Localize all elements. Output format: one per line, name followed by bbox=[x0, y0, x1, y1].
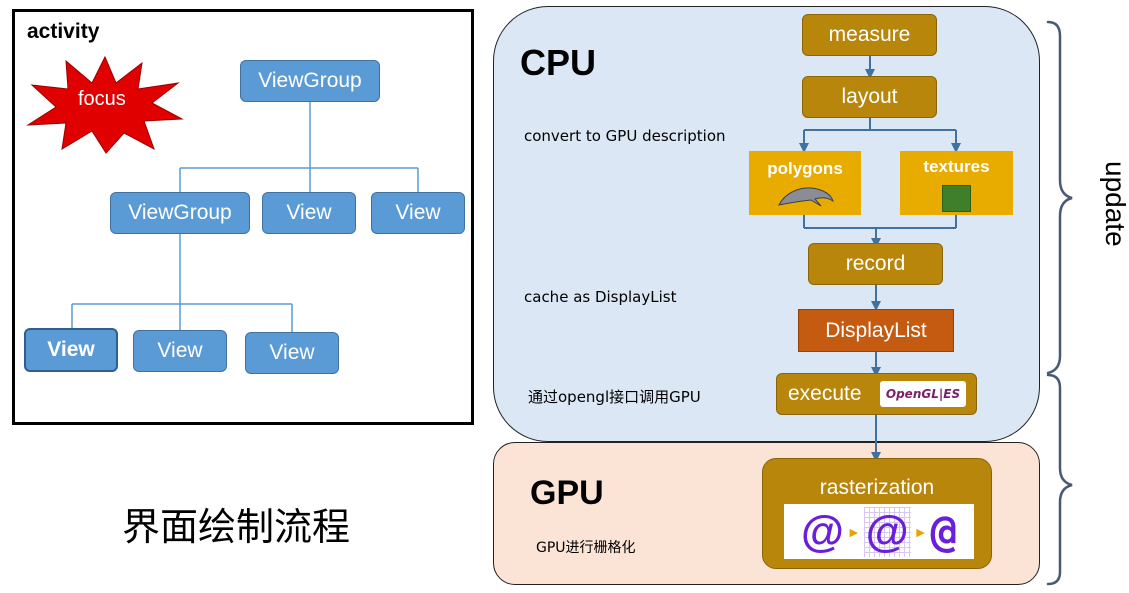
note-opengl: 通过opengl接口调用GPU bbox=[528, 388, 701, 406]
rasterization-label: rasterization bbox=[819, 476, 935, 499]
opengl-es-logo: OpenGL|ES bbox=[880, 381, 966, 407]
note-cache: cache as DisplayList bbox=[524, 288, 677, 306]
view-level3-focused: View bbox=[24, 328, 118, 372]
focus-label: focus bbox=[78, 88, 126, 110]
view-level2-a: View bbox=[262, 192, 356, 234]
arrow-icon: ► bbox=[913, 523, 928, 540]
activity-label: activity bbox=[27, 20, 100, 43]
glyph-pixelated: @ bbox=[930, 506, 958, 557]
execute-step: execute OpenGL|ES bbox=[776, 373, 977, 415]
measure-step: measure bbox=[802, 14, 937, 56]
arrow-icon: ► bbox=[846, 523, 861, 540]
caption-title: 界面绘制流程 bbox=[122, 505, 351, 549]
view-level3-b: View bbox=[133, 330, 227, 372]
gpu-title: GPU bbox=[530, 474, 604, 512]
execute-bracket-label: execute bbox=[1125, 435, 1129, 535]
record-step: record bbox=[808, 243, 943, 285]
viewgroup-child: ViewGroup bbox=[110, 192, 250, 234]
starburst-shape bbox=[26, 55, 184, 154]
dolphin-icon bbox=[778, 187, 834, 207]
cpu-panel bbox=[493, 6, 1040, 442]
view-tree-lines bbox=[71, 102, 419, 332]
gpu-note: GPU进行栅格化 bbox=[536, 540, 636, 556]
activity-panel bbox=[12, 9, 474, 425]
viewgroup-root: ViewGroup bbox=[240, 60, 380, 102]
displaylist-step: DisplayList bbox=[798, 309, 954, 352]
opengl-es-logo-text: OpenGL|ES bbox=[885, 387, 961, 401]
note-convert: convert to GPU description bbox=[524, 127, 726, 145]
execute-label: execute bbox=[788, 382, 862, 405]
raster-glyph-strip: @ ► @ ► @ bbox=[784, 504, 974, 559]
rasterization-step: rasterization @ ► @ ► @ bbox=[762, 458, 992, 569]
polygons-box: polygons bbox=[749, 151, 861, 215]
focus-starburst bbox=[26, 55, 184, 154]
texture-swatch-icon bbox=[942, 185, 971, 212]
glyph-gridded: @ bbox=[865, 506, 909, 557]
layout-step: layout bbox=[802, 76, 937, 118]
cpu-title: CPU bbox=[520, 42, 597, 83]
right-brackets bbox=[1046, 20, 1073, 586]
view-level3-c: View bbox=[245, 332, 339, 374]
textures-box: textures bbox=[900, 151, 1013, 215]
textures-label: textures bbox=[923, 157, 990, 176]
glyph-smooth: @ bbox=[800, 506, 844, 556]
update-bracket-label: update bbox=[1100, 161, 1129, 247]
polygons-label: polygons bbox=[767, 159, 843, 178]
view-level2-b: View bbox=[371, 192, 465, 234]
